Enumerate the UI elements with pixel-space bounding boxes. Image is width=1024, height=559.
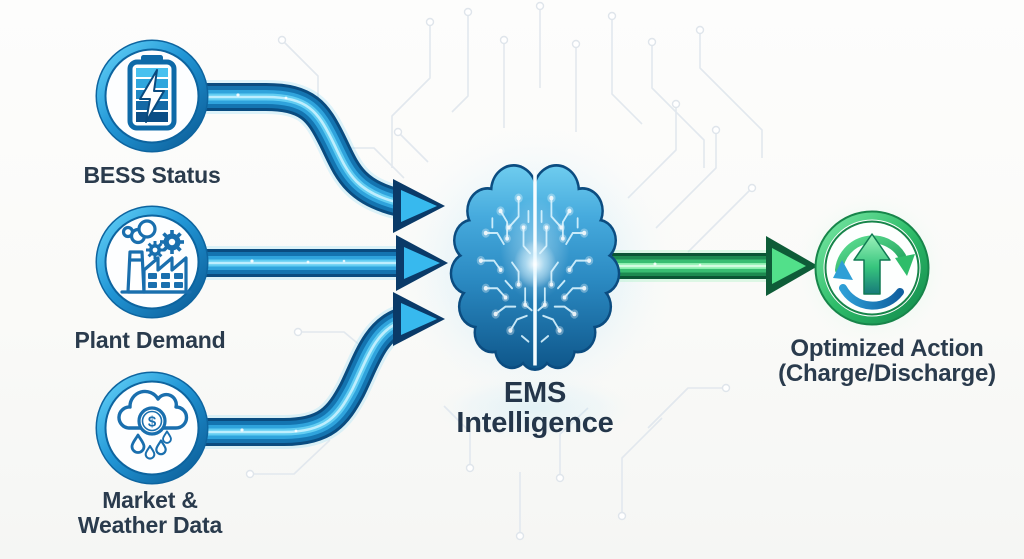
label-ems-line2: Intelligence bbox=[456, 407, 614, 439]
label-ems-intelligence: EMS Intelligence bbox=[415, 378, 655, 438]
label-market-weather: Market & Weather Data bbox=[30, 488, 270, 538]
label-optimized-action: Optimized Action (Charge/Discharge) bbox=[752, 336, 1022, 386]
charge-cycle-icon bbox=[833, 233, 915, 310]
label-output-line2: (Charge/Discharge) bbox=[778, 360, 996, 387]
dollar-sign: $ bbox=[148, 414, 157, 431]
label-plant: Plant Demand bbox=[74, 327, 226, 353]
battery-icon bbox=[127, 55, 177, 131]
input-arrow-bess bbox=[196, 80, 445, 233]
label-market-line1: Market & bbox=[102, 487, 198, 513]
input-node-plant bbox=[95, 205, 209, 319]
gear-icon bbox=[146, 230, 184, 259]
output-arrow-green bbox=[612, 236, 818, 296]
input-node-bess bbox=[95, 39, 209, 153]
input-arrow-plant bbox=[198, 235, 448, 291]
label-bess: BESS Status bbox=[83, 162, 221, 188]
input-arrow-market bbox=[197, 292, 445, 449]
brain-circuit-traces bbox=[476, 193, 533, 343]
label-output-line1: Optimized Action bbox=[790, 335, 984, 362]
factory-icon bbox=[120, 219, 192, 294]
circuit-brain-icon bbox=[449, 164, 621, 372]
input-node-market: $ bbox=[95, 371, 209, 485]
label-ems-line1: EMS bbox=[503, 377, 567, 409]
cloud-dollar-rain-icon: $ bbox=[117, 389, 189, 460]
output-node bbox=[814, 210, 930, 326]
label-market-line2: Weather Data bbox=[77, 512, 223, 538]
